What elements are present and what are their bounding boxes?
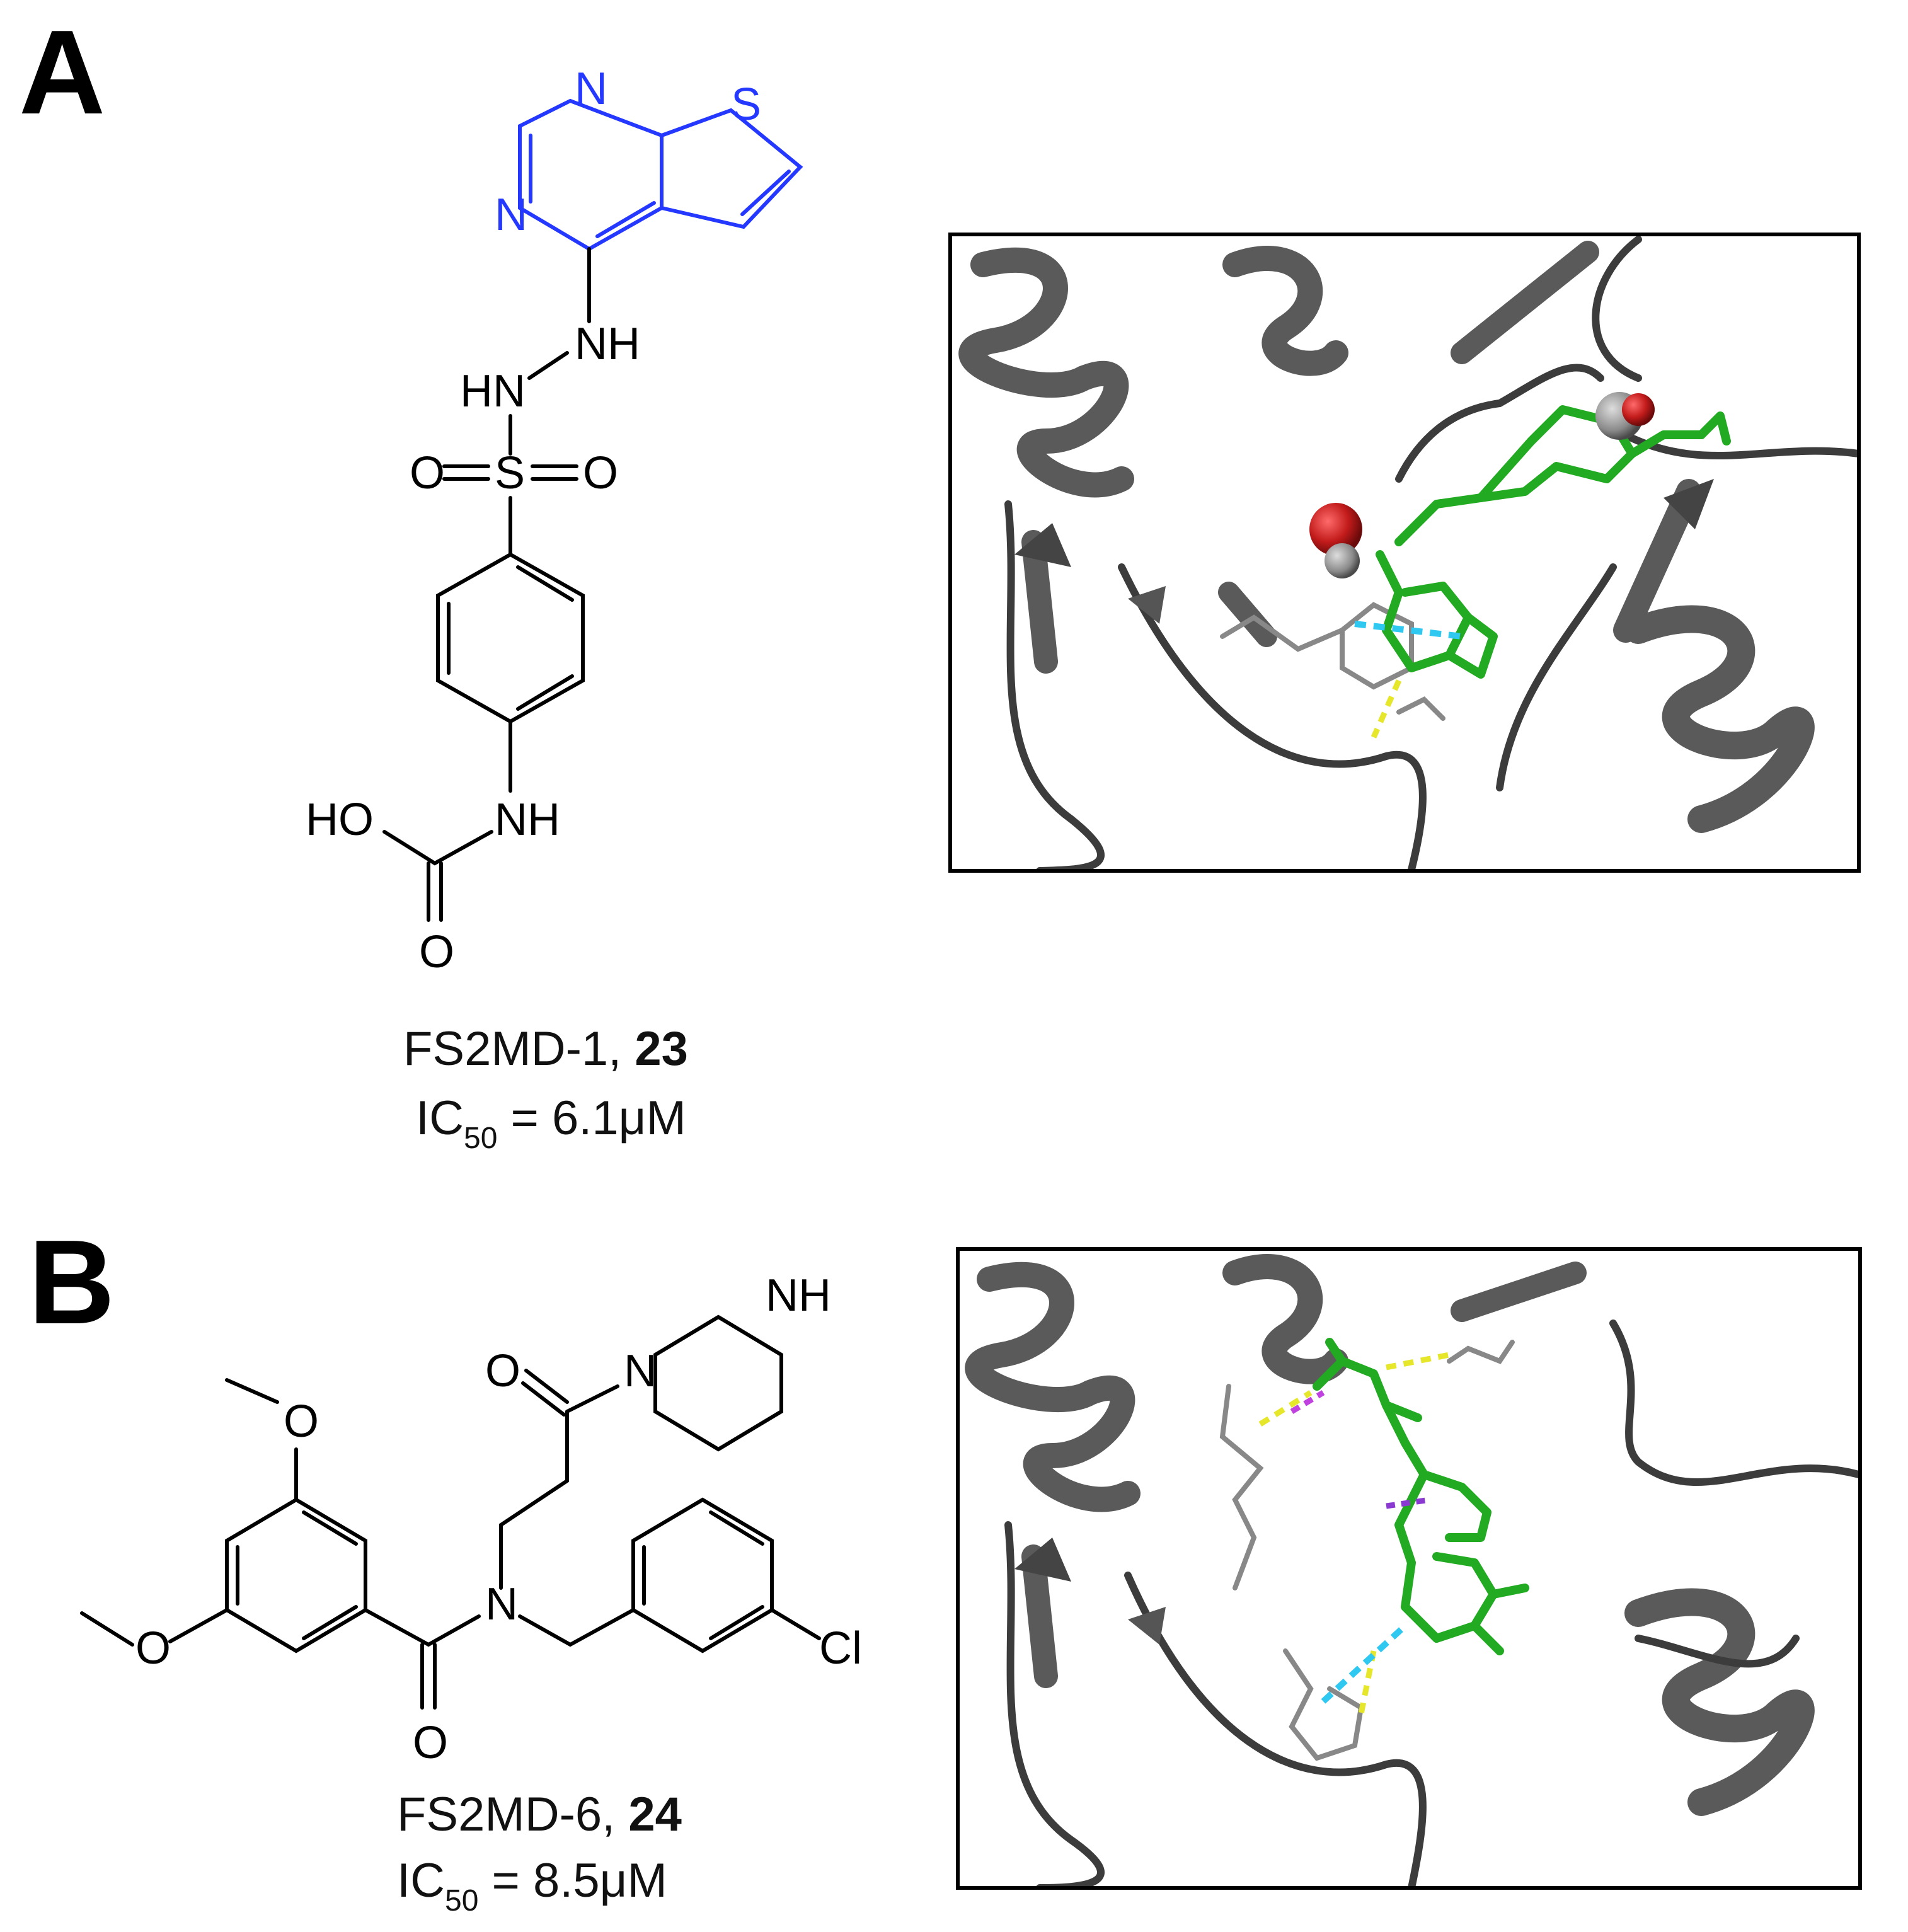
caption-b-name: FS2MD-6, 24: [397, 1788, 682, 1841]
coil-bottom: [1118, 563, 1427, 871]
atom-o-left: O: [410, 448, 445, 498]
coil-top: [1395, 364, 1604, 483]
atom-hn-2: HN: [460, 366, 526, 417]
atom-n-left: N: [495, 190, 527, 240]
docking-frame-a: [948, 233, 1861, 873]
atom-cl: Cl: [819, 1623, 862, 1674]
atom-s-sulfonyl: S: [495, 448, 525, 498]
salt-bridge-b: [1290, 1390, 1325, 1414]
helix-right-b: [1624, 1588, 1815, 1816]
ligand-b-benzoyl: [1394, 1470, 1498, 1643]
caption-a-ic50: IC50 = 6.1μM: [416, 1091, 686, 1155]
coil-left: [1004, 500, 1105, 871]
atom-ho: HO: [306, 795, 374, 845]
piperazine-ring: [653, 1314, 783, 1452]
water-sphere-a1: [1309, 503, 1362, 556]
atom-nh-3: NH: [495, 795, 560, 845]
h-bond-b3: [1358, 1650, 1377, 1715]
caption-a-name: FS2MD-1, 23: [403, 1022, 688, 1076]
structure-fs2md-1: N N S NH HN O S O NH HO O: [306, 64, 803, 977]
benzene-ring-a: [436, 552, 585, 724]
helix-top: [1222, 246, 1348, 376]
helix-right: [1624, 605, 1815, 833]
panel-b: B NH N O N O O O: [28, 1216, 1862, 1918]
beta-strand-a1: [1021, 530, 1058, 674]
atom-n-amide: N: [485, 1579, 518, 1630]
ligand-a-core: [1376, 550, 1473, 672]
panel-a: A N N S NH HN O S O: [19, 6, 1861, 1155]
docking-view-b: [956, 1247, 1862, 1890]
docking-frame-b: [956, 1247, 1862, 1890]
panel-letter-a: A: [19, 6, 105, 139]
atom-o-amide2: O: [413, 1718, 448, 1768]
structure-fs2md-6: NH N O N O O O Cl: [80, 1270, 862, 1768]
atom-n-top: N: [575, 64, 607, 114]
pyrimidine-ring: [518, 98, 664, 251]
ligand-b-piperazine: [1313, 1357, 1422, 1422]
atom-o-right: O: [583, 448, 618, 498]
h-bond-b1: [1258, 1390, 1313, 1427]
atom-o-methoxy-left: O: [135, 1623, 171, 1674]
caption-b-ic50: IC50 = 8.5μM: [397, 1854, 667, 1918]
docking-view-a: [948, 233, 1861, 873]
helix-left: [958, 248, 1134, 498]
atom-n-piperazine: N: [624, 1346, 657, 1396]
atom-s-thiophene: S: [731, 79, 761, 130]
atom-nh-piperazine: NH: [766, 1270, 831, 1321]
panel-letter-b: B: [28, 1216, 115, 1349]
atom-o-amide1: O: [485, 1346, 520, 1396]
atom-nh-1: NH: [575, 319, 640, 369]
atom-o-carbonyl: O: [419, 927, 454, 977]
helix-left-b: [965, 1262, 1141, 1512]
atom-o-methoxy-top: O: [284, 1396, 319, 1447]
thiophene-ring: [660, 108, 803, 229]
h-bond-b2: [1386, 1352, 1450, 1371]
ligand-b-chain: [1382, 1401, 1491, 1542]
benzene-ring-chlorophenyl: [631, 1497, 774, 1653]
benzene-ring-dimethoxy: [225, 1497, 367, 1653]
